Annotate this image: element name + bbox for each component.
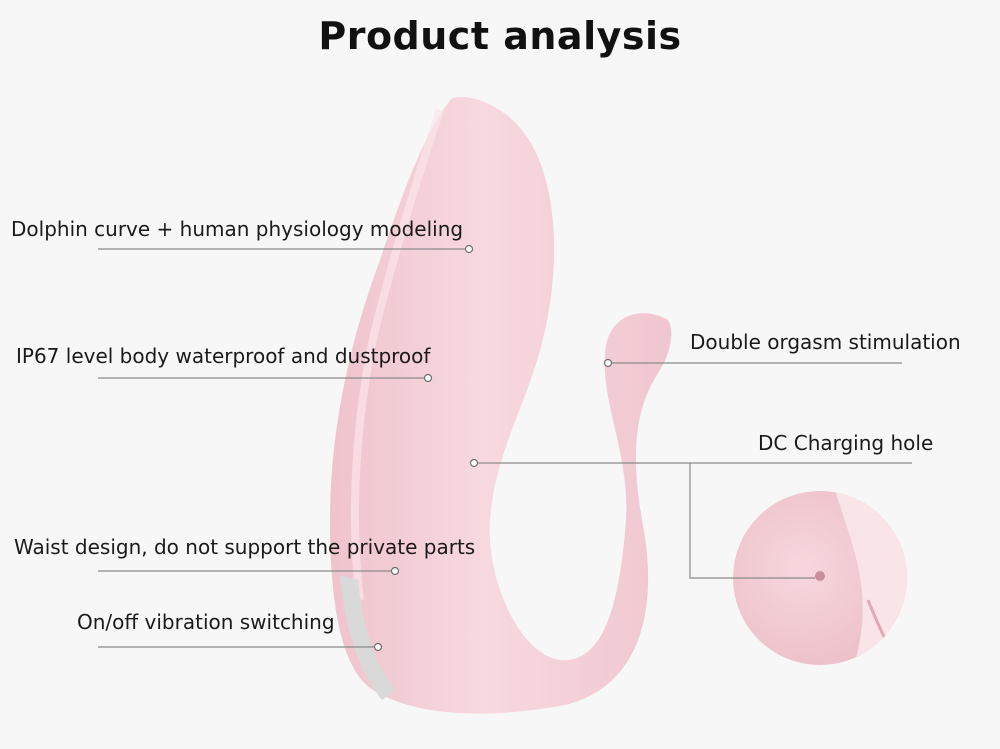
power-button-band [340, 575, 395, 700]
charging-hole-zoom [733, 491, 907, 665]
callout-dolphin-curve: Dolphin curve + human physiology modelin… [11, 217, 464, 241]
product-body [330, 96, 672, 714]
callout-double-stimulation: Double orgasm stimulation [690, 330, 961, 354]
charging-hole [815, 571, 825, 581]
callout-charging-hole: DC Charging hole [758, 431, 934, 455]
callout-waterproof: IP67 level body waterproof and dustproof [16, 344, 431, 368]
product-highlight [351, 108, 444, 601]
callout-waist-design: Waist design, do not support the private… [14, 535, 476, 559]
page-title: Product analysis [318, 14, 682, 58]
leader-dots [373, 244, 613, 652]
callout-vibration-switch: On/off vibration switching [77, 610, 335, 634]
leader-lines [98, 248, 912, 648]
